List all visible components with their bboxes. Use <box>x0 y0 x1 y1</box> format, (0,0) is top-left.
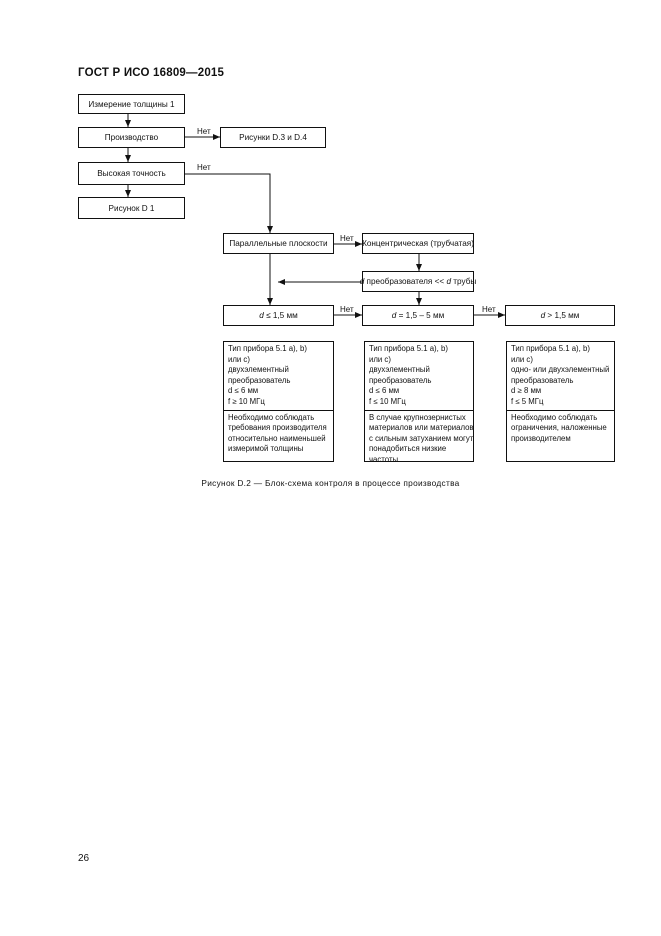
spec-line: двухэлементный <box>369 365 430 375</box>
spec-line: или с) <box>369 354 391 364</box>
spec-line: d ≤ 6 мм <box>228 386 259 396</box>
spec-line: или с) <box>511 354 533 364</box>
transducer-condition-text: преобразователя << <box>364 277 447 286</box>
spec-line: Тип прибора 5.1 а), b) <box>369 344 448 353</box>
figures-d3-d4-label: Рисунки D.3 и D.4 <box>239 133 307 142</box>
flowchart-connectors <box>125 114 505 318</box>
note-line: производителем <box>511 433 571 443</box>
spec-line: одно- или двухэлементный <box>511 365 610 375</box>
parallel-planes-box: Параллельные плоскости <box>223 233 334 254</box>
result-note: В случае крупнозернистых материалов или … <box>365 409 474 468</box>
transducer-condition-box: d преобразователя << d трубы <box>359 271 477 292</box>
note-line: В случае крупнозернистых <box>369 412 466 422</box>
document-header: ГОСТ Р ИСО 16809—2015 <box>78 67 225 79</box>
d-symbol: d <box>446 277 452 286</box>
result-note: Необходимо соблюдать ограничения, наложе… <box>507 409 614 447</box>
note-line: ограничения, наложенные <box>511 423 607 433</box>
spec-line: d ≥ 8 мм <box>511 386 542 396</box>
range-medium-text: = 1,5 – 5 мм <box>396 311 445 320</box>
production-box: Производство <box>78 127 185 148</box>
result-box-medium: Тип прибора 5.1 а), b) или с) двухэлемен… <box>364 341 474 464</box>
note-line: понадобиться низкие <box>369 444 447 454</box>
pipe-text: трубы <box>451 277 477 286</box>
spec-line: f ≤ 5 МГц <box>511 396 544 406</box>
d-symbol: d <box>540 311 546 320</box>
concentric-label: Концентрическая (трубчатая) <box>362 239 474 248</box>
page-number: 26 <box>78 853 90 864</box>
high-accuracy-box: Высокая точность <box>78 162 185 185</box>
d-symbol: d <box>359 277 365 286</box>
figure-d1-box: Рисунок D 1 <box>78 197 185 219</box>
spec-line: преобразователь <box>228 375 291 385</box>
no-label-production: Нет <box>197 127 211 136</box>
no-label-high-accuracy: Нет <box>197 163 211 172</box>
no-label-parallel: Нет <box>340 234 354 243</box>
production-label: Производство <box>104 133 159 142</box>
spec-line: преобразователь <box>511 375 574 385</box>
range-large-text: > 1,5 мм <box>545 311 580 320</box>
note-line: требования производителя <box>228 423 327 433</box>
note-line: Необходимо соблюдать <box>228 412 315 422</box>
parallel-planes-label: Параллельные плоскости <box>229 239 328 248</box>
no-label-range-medium: Нет <box>482 305 496 314</box>
no-label-range-small: Нет <box>340 305 354 314</box>
spec-line: f ≥ 10 МГц <box>228 396 265 406</box>
result-note: Необходимо соблюдать требования производ… <box>224 409 333 457</box>
range-large-box: d > 1,5 мм <box>505 305 615 326</box>
note-line: частоты <box>369 454 399 464</box>
spec-line: двухэлементный <box>228 365 289 375</box>
note-line: с сильным затуханием могут <box>369 433 474 443</box>
note-line: относительно наименьшей <box>228 433 326 443</box>
note-line: материалов или материалов <box>369 423 474 433</box>
d-symbol: d <box>391 311 397 320</box>
measure-thickness-label: Измерение толщины 1 <box>88 99 175 109</box>
range-small-box: d ≤ 1,5 мм <box>223 305 334 326</box>
spec-line: или с) <box>228 354 250 364</box>
concentric-box: Концентрическая (трубчатая) <box>362 233 474 254</box>
spec-line: преобразователь <box>369 375 432 385</box>
spec-line: d ≤ 6 мм <box>369 386 400 396</box>
figures-d3-d4-box: Рисунки D.3 и D.4 <box>220 127 326 148</box>
high-accuracy-label: Высокая точность <box>97 169 166 178</box>
result-box-small: Тип прибора 5.1 а), b) или с) двухэлемен… <box>223 341 334 462</box>
result-specs: Тип прибора 5.1 а), b) или с) одно- или … <box>507 342 614 410</box>
result-specs: Тип прибора 5.1 а), b) или с) двухэлемен… <box>365 342 473 410</box>
measure-thickness-box: Измерение толщины 1 <box>78 94 185 114</box>
result-box-large: Тип прибора 5.1 а), b) или с) одно- или … <box>506 341 615 462</box>
spec-line: Тип прибора 5.1 а), b) <box>228 344 307 353</box>
spec-line: Тип прибора 5.1 а), b) <box>511 344 590 353</box>
result-specs: Тип прибора 5.1 а), b) или с) двухэлемен… <box>224 342 333 410</box>
figure-d1-label: Рисунок D 1 <box>108 203 155 213</box>
range-small-text: ≤ 1,5 мм <box>263 311 298 320</box>
figure-caption: Рисунок D.2 — Блок-схема контроля в проц… <box>201 478 460 488</box>
range-medium-box: d = 1,5 – 5 мм <box>362 305 474 326</box>
note-line: Необходимо соблюдать <box>511 412 598 422</box>
note-line: измеримой толщины <box>228 444 304 454</box>
spec-line: f ≤ 10 МГц <box>369 396 406 406</box>
d-symbol: d <box>259 311 264 320</box>
